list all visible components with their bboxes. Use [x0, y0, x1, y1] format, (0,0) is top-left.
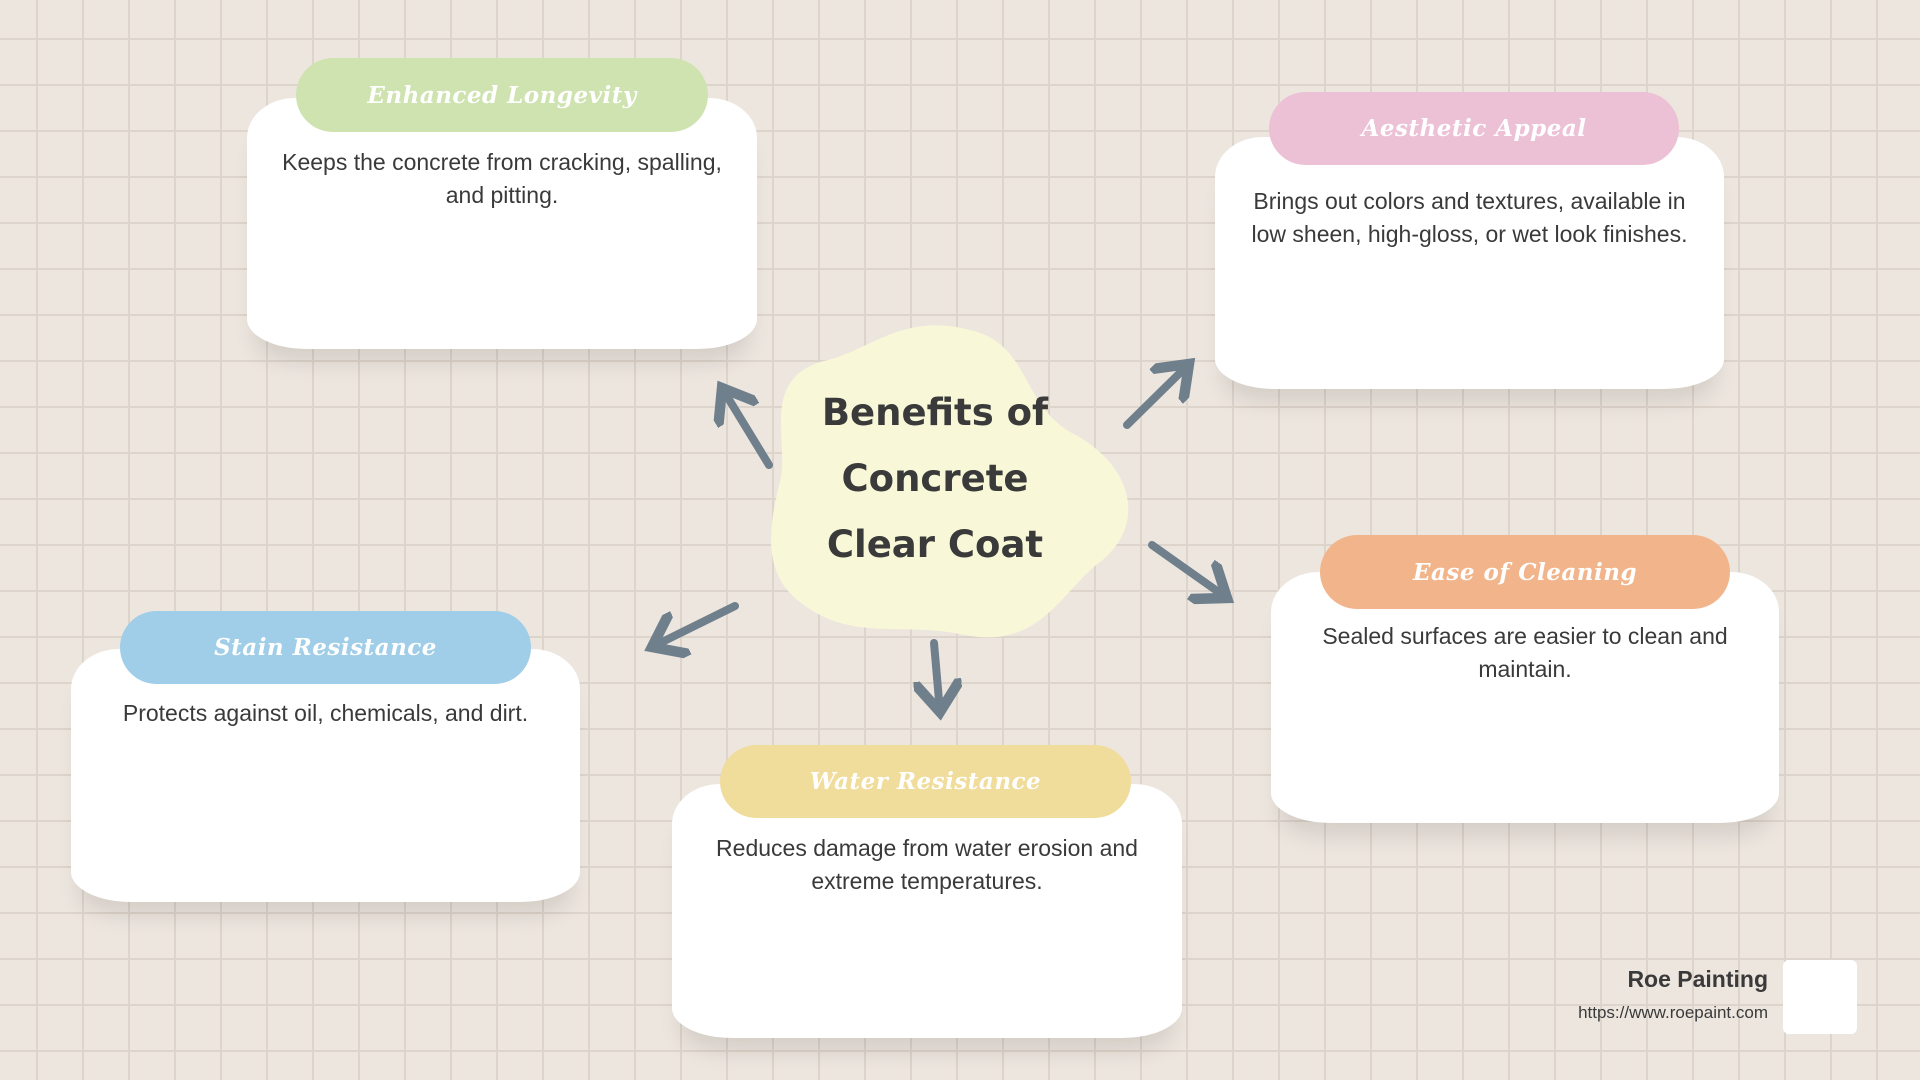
- arrow-to-aesthetic: [1123, 364, 1189, 429]
- benefit-card-aesthetic: Brings out colors and textures, availabl…: [1215, 137, 1724, 389]
- benefit-description: Sealed surfaces are easier to clean and …: [1322, 623, 1728, 682]
- benefit-title-stain: Stain Resistance: [120, 611, 531, 684]
- brand-block: Roe Painting https://www.roepaint.com: [1578, 966, 1768, 1023]
- benefit-title-water: Water Resistance: [720, 745, 1131, 818]
- diagram-title: Benefits of Concrete Clear Coat: [821, 391, 1049, 566]
- benefit-description: Protects against oil, chemicals, and dir…: [122, 700, 529, 726]
- benefit-title-aesthetic: Aesthetic Appeal: [1269, 92, 1679, 165]
- benefit-card-cleaning: Sealed surfaces are easier to clean and …: [1271, 572, 1779, 823]
- brand-url[interactable]: https://www.roepaint.com: [1578, 1003, 1768, 1022]
- arrow-to-longevity: [722, 388, 773, 469]
- benefit-description: Reduces damage from water erosion and ex…: [716, 835, 1138, 894]
- benefit-description: Keeps the concrete from cracking, spalli…: [282, 149, 722, 208]
- benefit-description: Brings out colors and textures, availabl…: [1251, 188, 1688, 247]
- brand-logo: [1783, 960, 1857, 1034]
- center-blob: [771, 325, 1129, 638]
- arrow-to-stain: [652, 602, 739, 647]
- arrow-to-water: [934, 639, 940, 712]
- arrow-to-cleaning: [1148, 541, 1227, 598]
- benefit-card-longevity: Keeps the concrete from cracking, spalli…: [247, 98, 757, 349]
- brand-name: Roe Painting: [1627, 966, 1768, 992]
- benefit-title-cleaning: Ease of Cleaning: [1320, 535, 1730, 609]
- benefit-card-stain: Protects against oil, chemicals, and dir…: [71, 649, 580, 902]
- benefit-card-water: Reduces damage from water erosion and ex…: [672, 784, 1182, 1038]
- benefit-title-longevity: Enhanced Longevity: [296, 58, 708, 132]
